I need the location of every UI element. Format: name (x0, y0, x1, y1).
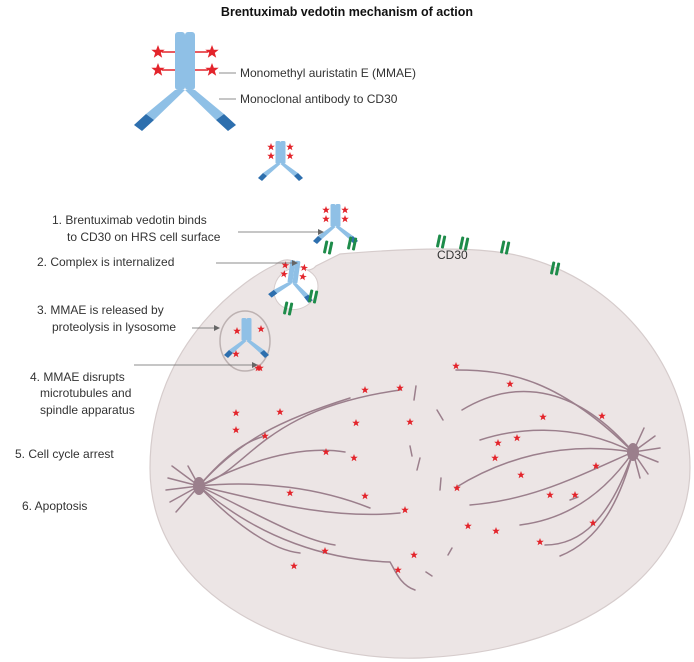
step-4-arrowhead (252, 362, 258, 368)
step-1-label-line2: to CD30 on HRS cell surface (67, 230, 221, 244)
free-adc-icon (258, 141, 303, 181)
cd30-receptor-icon (322, 240, 334, 255)
step-3-label-line1: 3. MMAE is released by (37, 303, 164, 317)
legend-antibody-label: Monoclonal antibody to CD30 (240, 92, 398, 106)
microtubule-fragments (409, 385, 579, 577)
step-4-label-line2: microtubules and (40, 386, 131, 400)
right-spindle-pole (454, 369, 661, 557)
step-4-label-line3: spindle apparatus (40, 403, 135, 417)
antibody-drug-conjugate-icon (134, 32, 236, 131)
step-4-label-line1: 4. MMAE disrupts (30, 370, 125, 384)
step-1-arrowhead (318, 229, 324, 235)
hrs-cell (149, 248, 691, 659)
step-3-label-line2: proteolysis in lysosome (52, 320, 176, 334)
step-5-label: 5. Cell cycle arrest (15, 447, 114, 461)
cd30-label: CD30 (437, 248, 468, 262)
step-2-label: 2. Complex is internalized (37, 255, 174, 269)
legend-mmae-label: Monomethyl auristatin E (MMAE) (240, 66, 416, 80)
spindle-apparatus (165, 369, 661, 591)
left-spindle-pole (165, 389, 416, 591)
step-2-arrowhead (292, 260, 298, 266)
diagram-title: Brentuximab vedotin mechanism of action (221, 5, 473, 19)
step-1-label-line1: 1. Brentuximab vedotin binds (52, 213, 207, 227)
step-6-label: 6. Apoptosis (22, 499, 87, 513)
step-3-arrowhead (214, 325, 220, 331)
cd30-receptor-icon (499, 240, 511, 255)
cd30-receptor-icon (435, 234, 447, 249)
